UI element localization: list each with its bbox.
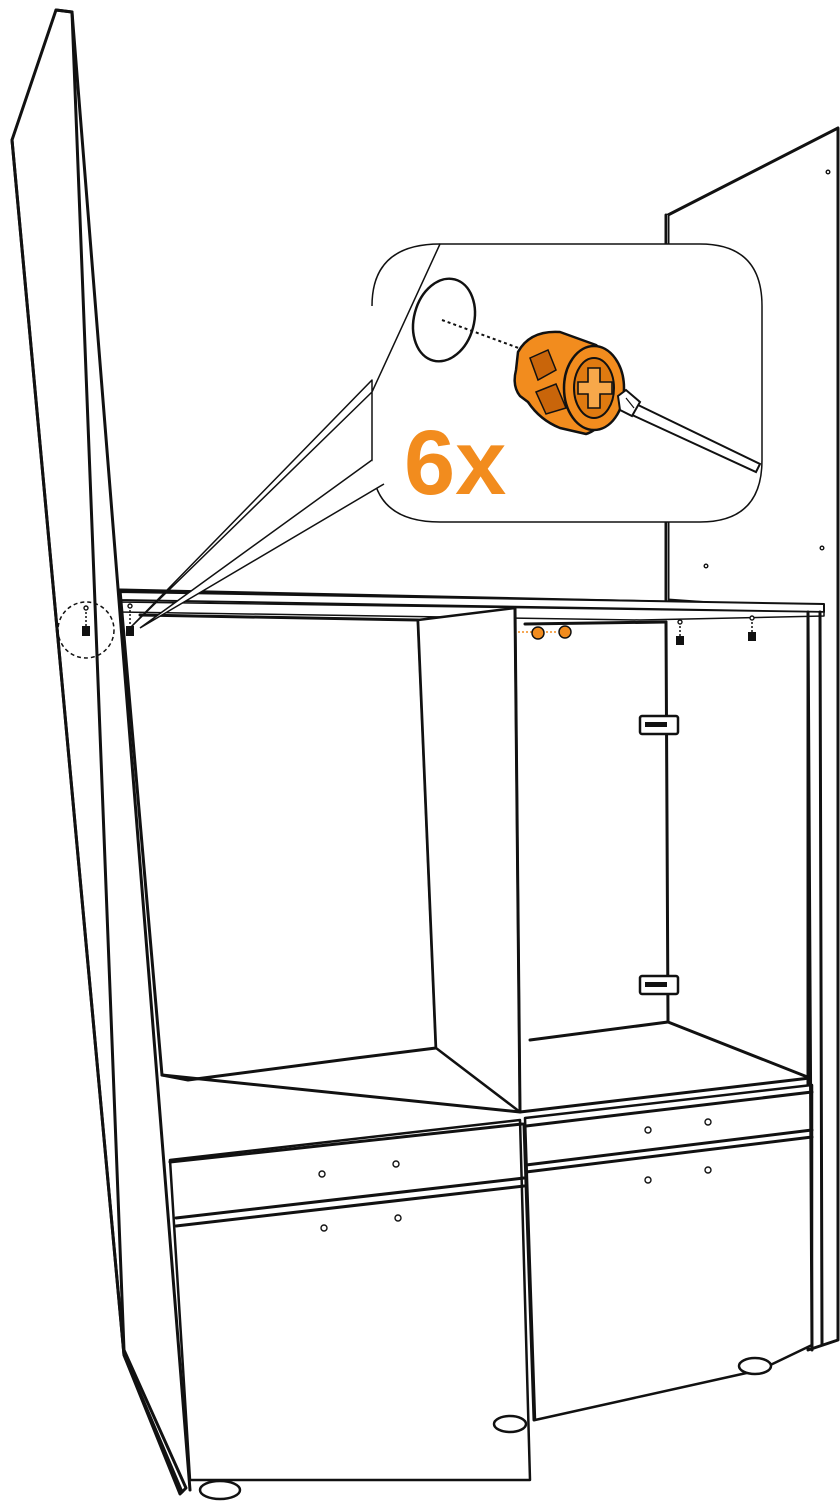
right-compartment <box>513 606 812 1114</box>
drawer-fronts <box>168 1083 814 1482</box>
detail-callout: 6x <box>129 243 763 629</box>
cam-lock-markers <box>57 601 756 659</box>
cam-lock-left-detail <box>57 601 115 659</box>
quantity-label: 6x <box>404 412 506 514</box>
left-side-panel <box>10 8 192 1496</box>
feet <box>198 1356 773 1501</box>
cam-lock-mid-1 <box>518 625 572 640</box>
hinge-bottom <box>638 974 680 996</box>
hinge-top <box>638 714 680 736</box>
cam-lock-right-1 <box>676 619 684 645</box>
cam-lock-icon <box>513 330 626 436</box>
screwdriver-icon <box>616 388 762 474</box>
left-compartment <box>138 606 522 1114</box>
cam-lock-right-2 <box>748 615 756 641</box>
cam-lock-left <box>126 603 134 636</box>
right-side-front-edge <box>806 610 824 1352</box>
